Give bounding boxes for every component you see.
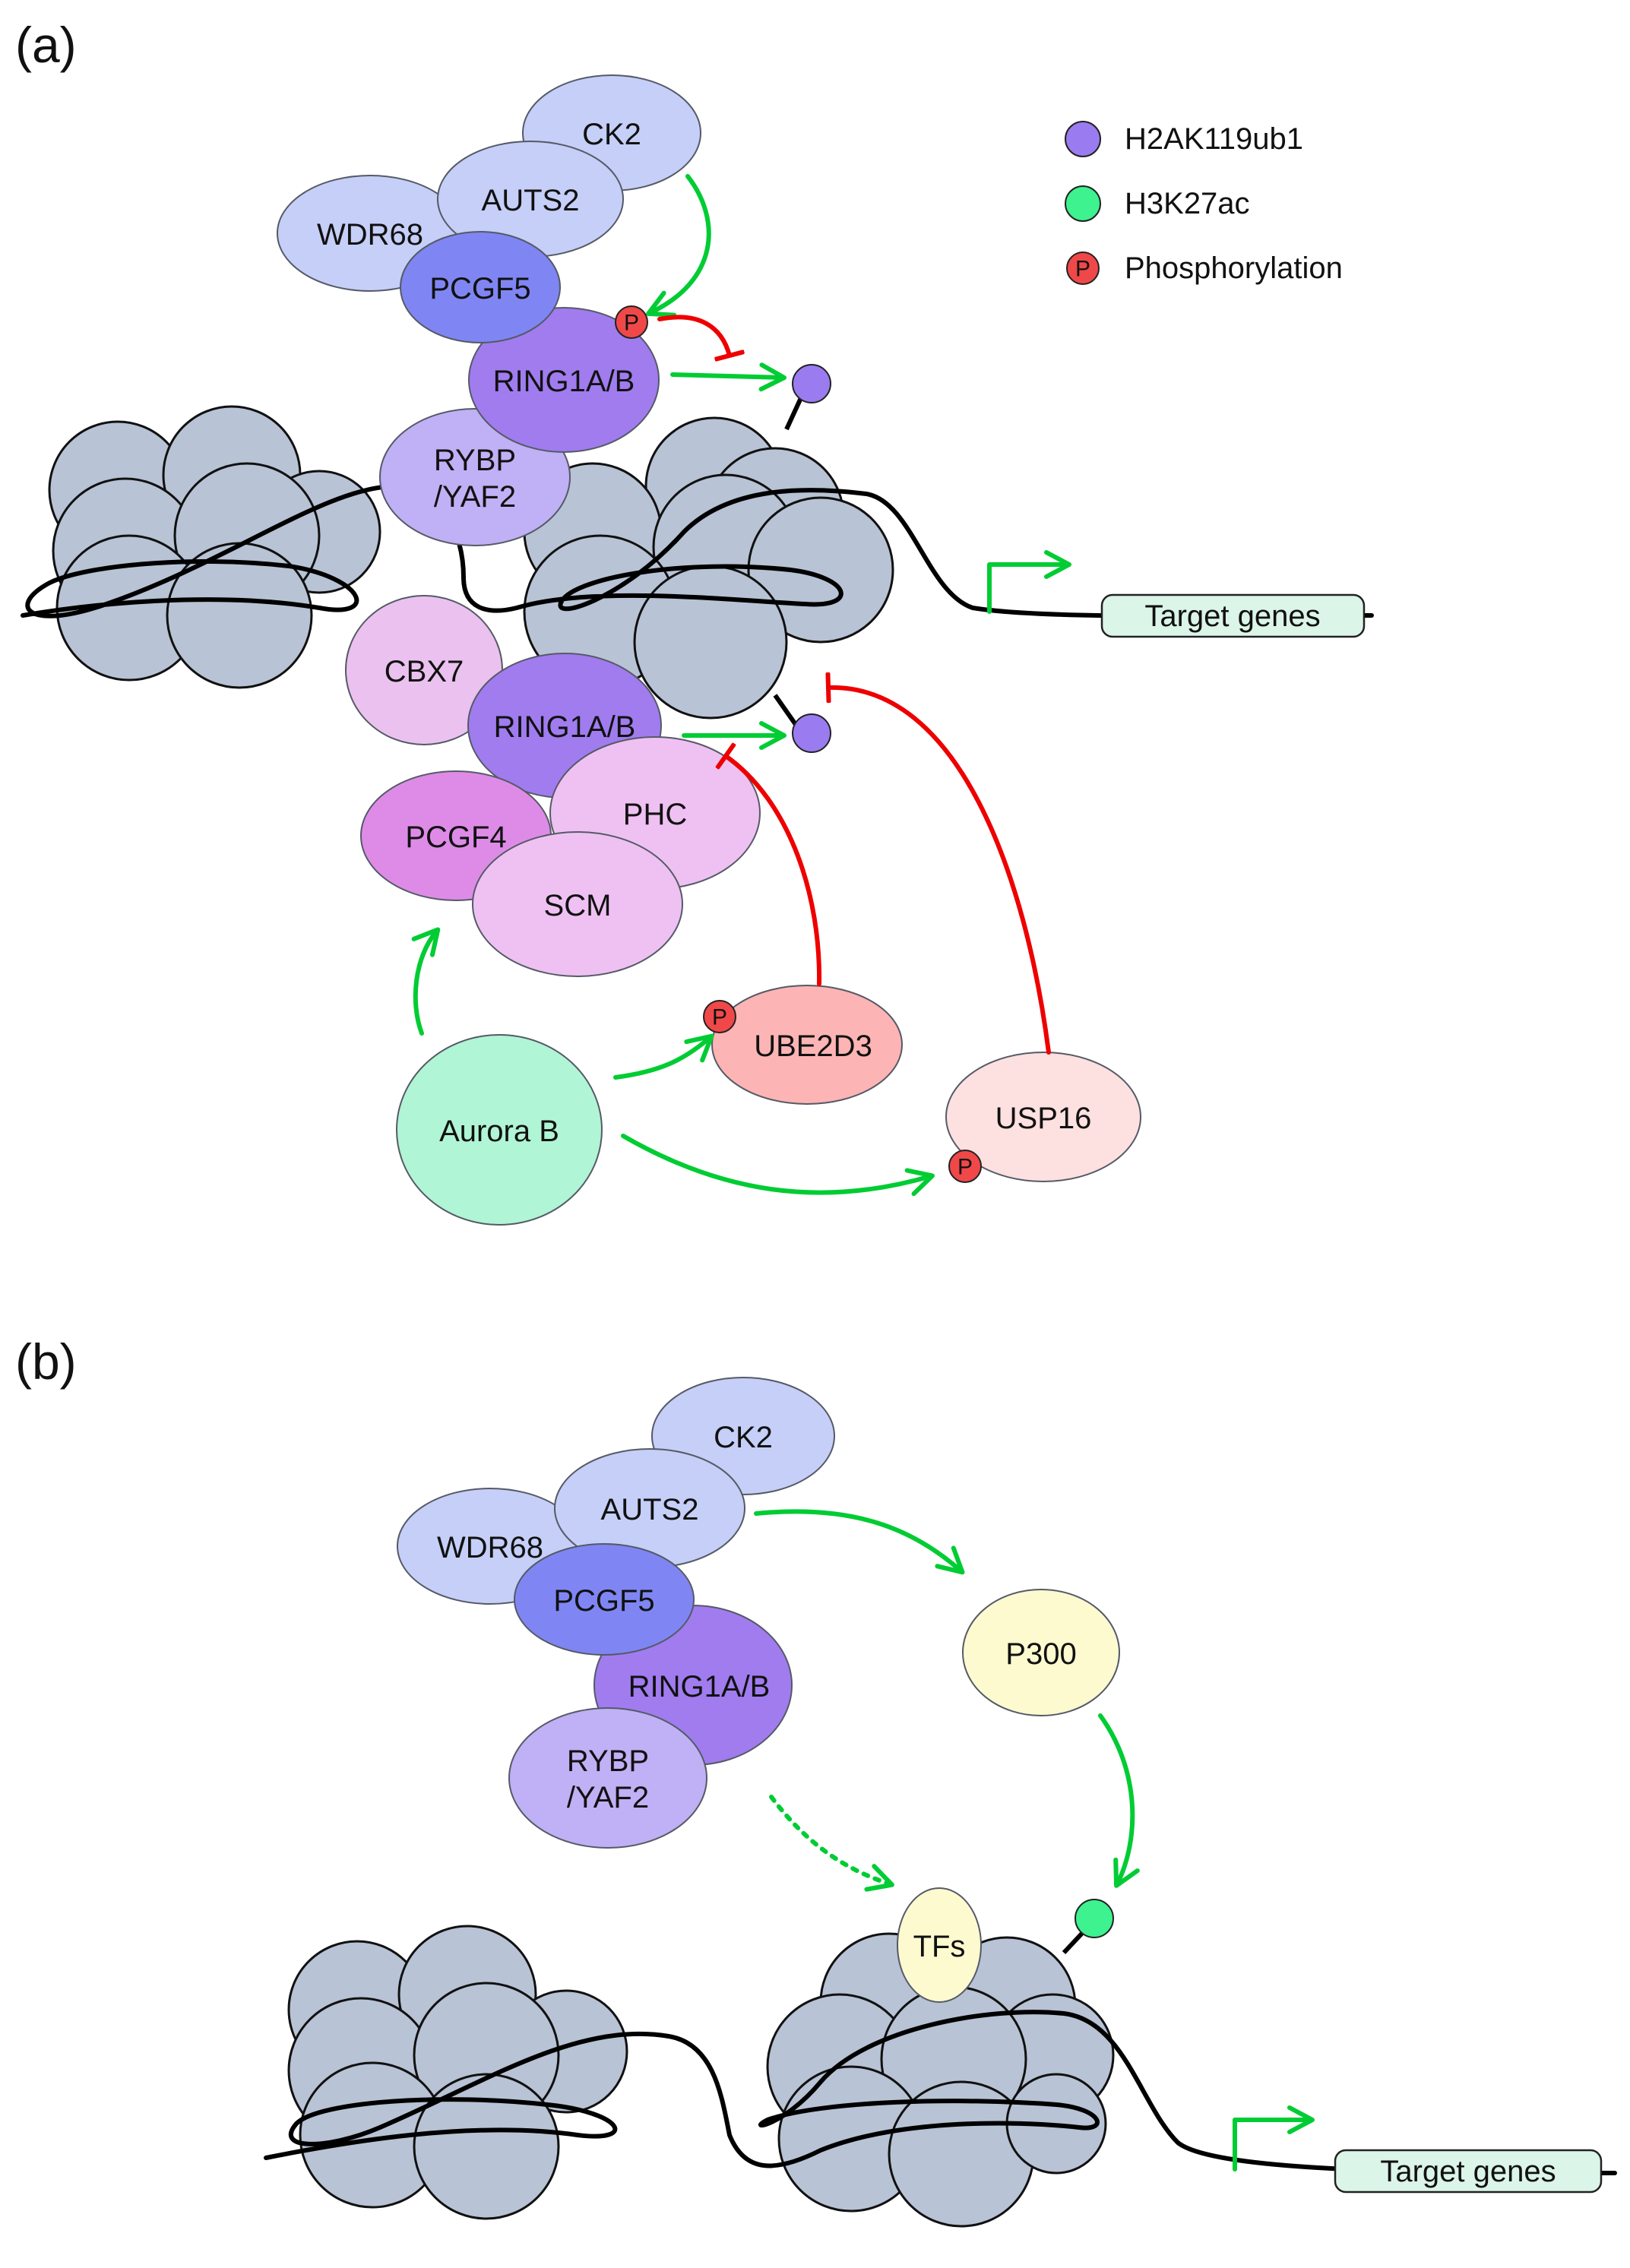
aurora-b-to-usp16-arrow-a (621, 1134, 935, 1197)
target-genes-label-b: Target genes (1380, 2155, 1556, 2188)
ck2-label-a: CK2 (582, 118, 641, 151)
legend-h3k27ac-marker (1065, 185, 1101, 222)
rybp-node-b (508, 1707, 707, 1849)
p300-label-b: P300 (1005, 1637, 1076, 1671)
phospho-ring1-symbol-a: P (624, 311, 639, 336)
target-genes-box-a: Target genes (1100, 593, 1366, 638)
scm-node-a (472, 831, 683, 977)
ube2d3-inhibit-ring1-a (726, 756, 822, 986)
phospho-ube2d3-symbol-a: P (712, 1005, 727, 1030)
aurora-b-group-a: Aurora B (396, 1034, 603, 1226)
pcgf5-label-a: PCGF5 (429, 272, 530, 305)
phospho-ring1-a (615, 305, 648, 339)
phospho-usp16-a (948, 1150, 982, 1183)
aurora-b-to-ube2d3-arrow-a (613, 1033, 714, 1080)
ring1-top-label-a: RING1A/B (493, 365, 635, 398)
ring1-bottom-label-a: RING1A/B (494, 710, 636, 744)
wdr68-label-b: WDR68 (437, 1531, 543, 1564)
legend-h3k27ac-label: H3K27ac (1125, 187, 1250, 220)
dna-strand-a (21, 483, 1374, 618)
tss-arrow-a (987, 550, 1071, 614)
pcgf5-node-a (400, 231, 561, 343)
phospho-ube2d3-a (703, 1000, 736, 1033)
panel-a-label: (a) (15, 17, 77, 73)
dna-strand-b (264, 2010, 1617, 2175)
aurora-b-to-prc1-arrow-a (411, 927, 441, 1036)
auts2-label-b: AUTS2 (601, 1493, 699, 1526)
aurora-b-label-a: Aurora B (439, 1115, 559, 1148)
wdr68-label-a: WDR68 (317, 218, 423, 251)
tfs-group-b: TFs (897, 1887, 982, 2003)
pcgf5-label-b: PCGF5 (553, 1584, 654, 1618)
aurora-b-node-a (396, 1034, 603, 1226)
cbx7-label-a: CBX7 (385, 655, 464, 688)
usp16-group-a: USP16 P (945, 1052, 1141, 1183)
scm-label-a: SCM (544, 889, 612, 922)
auts2-to-p300-arrow-b (754, 1509, 965, 1575)
target-genes-label-a: Target genes (1144, 599, 1320, 633)
phospho-usp16-symbol-a: P (957, 1155, 973, 1180)
usp16-label-a: USP16 (995, 1102, 1092, 1135)
prc1-complex-b: CK2 WDR68 AUTS2 RING1A/B RYBP /YAF2 PCGF… (397, 1377, 835, 1849)
h3k27ac-mark-b (1075, 1899, 1114, 1938)
nucleosome-left-b (287, 1925, 628, 2220)
ck2-label-b: CK2 (714, 1421, 773, 1454)
rybp-label-line2-b: /YAF2 (567, 1781, 649, 1814)
ube2d3-label-a: UBE2D3 (754, 1030, 872, 1063)
legend-h2ak119ub1-label: H2AK119ub1 (1125, 122, 1303, 156)
phc-label-a: PHC (623, 798, 687, 831)
prc1-top-complex-a: CK2 WDR68 AUTS2 RYBP /YAF2 RING1A/B PCGF… (277, 74, 701, 546)
auts2-label-a: AUTS2 (482, 184, 580, 217)
ring1-top-to-ub-arrow-a (670, 362, 787, 392)
tfs-node-b (897, 1887, 982, 2003)
legend: H2AK119ub1 H3K27ac P Phosphorylation (1065, 121, 1343, 285)
rybp-label-line2-a: /YAF2 (434, 480, 516, 514)
ube2d3-group-a: UBE2D3 P (703, 985, 903, 1105)
h2ak119ub1-mark-top-a (792, 364, 831, 403)
p300-node-b (962, 1589, 1120, 1716)
usp16-inhibit-ub-a (828, 688, 1051, 1055)
pcgf4-label-a: PCGF4 (405, 821, 506, 854)
prc1-bottom-complex-a: CBX7 RING1A/B PHC PCGF4 SCM (345, 595, 761, 977)
ring1-label-b: RING1A/B (628, 1670, 771, 1703)
h2ak119ub1-mark-bottom-a (792, 713, 831, 753)
ring1-top-node-a (468, 307, 660, 453)
panel-b-label: (b) (15, 1333, 77, 1390)
legend-phosphorylation-label: Phosphorylation (1125, 251, 1343, 285)
tfs-label-b: TFs (913, 1930, 966, 1963)
ck2-to-ring1-arrow-a (646, 174, 711, 318)
legend-phosphorylation-symbol: P (1075, 257, 1090, 282)
prc1-to-tfs-dotted-arrow-b (769, 1795, 894, 1892)
usp16-node-a (945, 1052, 1141, 1182)
p300-group-b: P300 (962, 1589, 1120, 1716)
target-genes-box-b: Target genes (1334, 2149, 1603, 2194)
p300-to-h3k27ac-arrow-b (1098, 1713, 1140, 1888)
tss-arrow-b (1233, 2105, 1315, 2172)
phospho-inhibit-ub-a (657, 315, 730, 356)
ub-stalk-bottom-a (773, 694, 799, 727)
rybp-label-line1-b: RYBP (567, 1744, 649, 1778)
rybp-label-line1-a: RYBP (434, 444, 516, 477)
legend-h2ak119ub1-marker (1065, 121, 1101, 157)
legend-phosphorylation-marker (1066, 251, 1100, 285)
nucleosome-left-a (48, 405, 381, 689)
pcgf5-node-b (514, 1543, 695, 1656)
